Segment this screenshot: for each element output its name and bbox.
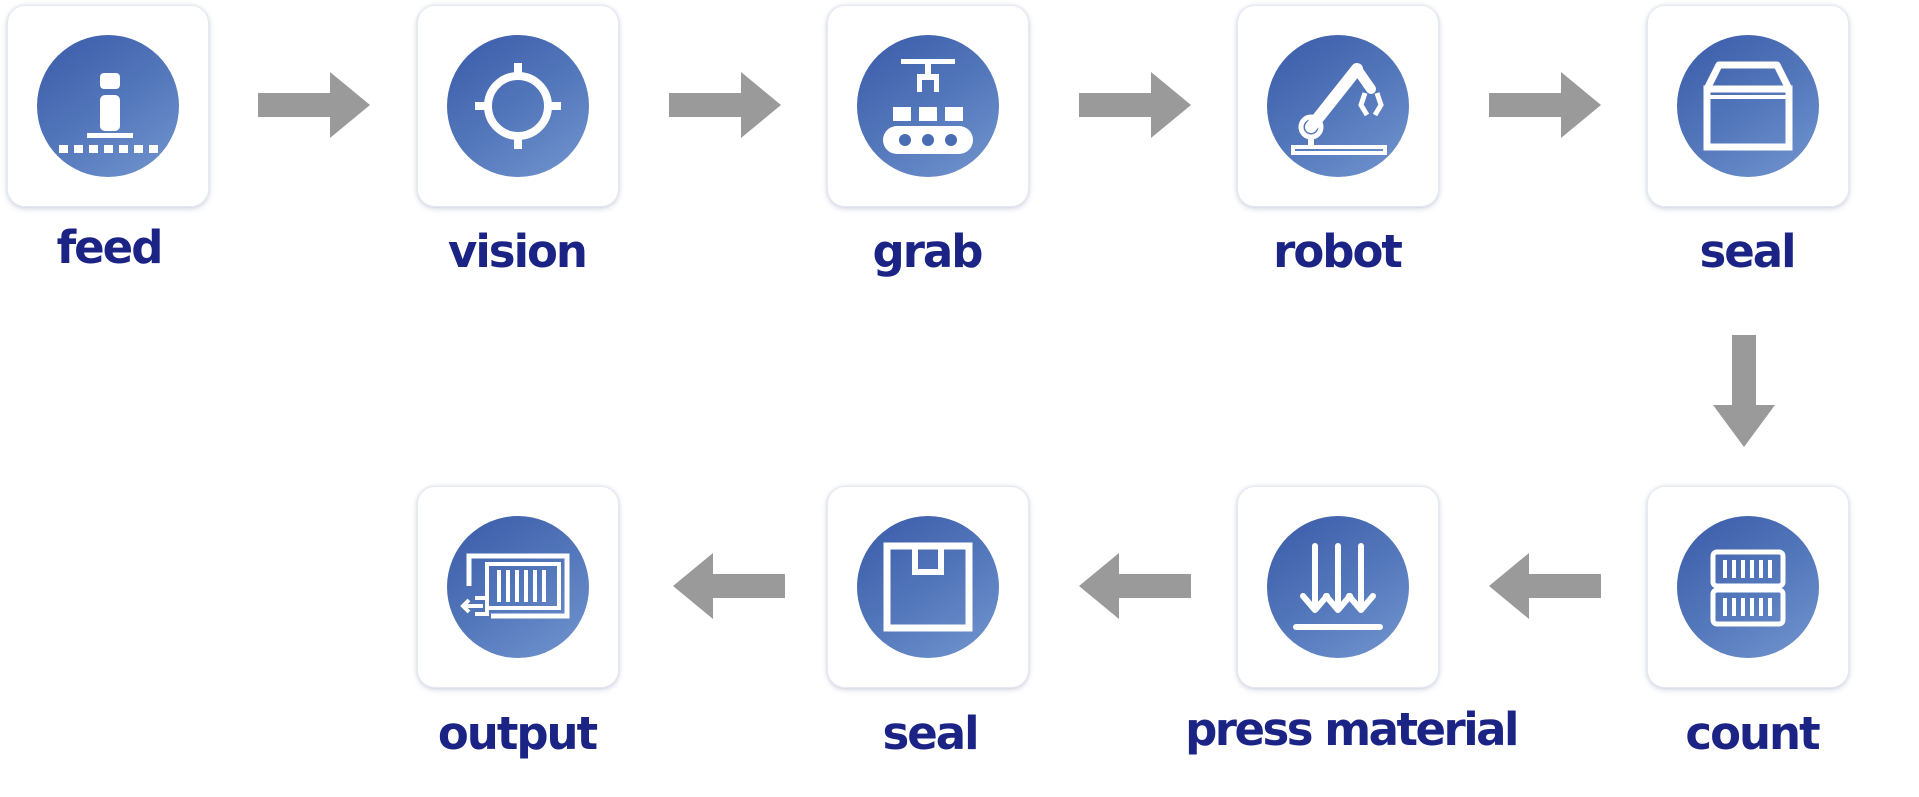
step-output-card — [417, 486, 619, 688]
arrow-left-icon — [673, 553, 785, 619]
step-seal-top-card — [1647, 5, 1849, 207]
step-robot-card — [1237, 5, 1439, 207]
feeder-icon — [37, 35, 179, 177]
arrow-left-icon — [1489, 553, 1601, 619]
sealed-box-icon — [857, 516, 999, 658]
step-vision-card — [417, 5, 619, 207]
arrow-left-icon — [1079, 553, 1191, 619]
step-label-grab: grab — [872, 225, 984, 278]
arrow-right-icon — [1489, 72, 1601, 138]
robot-arm-icon — [1267, 35, 1409, 177]
step-label-count: count — [1685, 707, 1820, 760]
arrow-down-icon — [1713, 335, 1775, 447]
step-count-card — [1647, 486, 1849, 688]
crosshair-icon — [447, 35, 589, 177]
step-label-seal-top: seal — [1699, 225, 1796, 278]
arrow-right-icon — [669, 72, 781, 138]
stacked-crates-icon — [1677, 516, 1819, 658]
press-down-arrows-icon — [1267, 516, 1409, 658]
step-label-feed: feed — [56, 221, 164, 274]
step-label-robot: robot — [1273, 225, 1403, 278]
container-output-icon — [447, 516, 589, 658]
arrow-right-icon — [258, 72, 370, 138]
step-label-output: output — [437, 707, 598, 760]
step-label-vision: vision — [448, 225, 588, 278]
conveyor-gripper-icon — [857, 35, 999, 177]
step-grab-card — [827, 5, 1029, 207]
step-label-press-material: press material — [1185, 703, 1519, 756]
step-feed-card — [7, 5, 209, 207]
step-press-material-card — [1237, 486, 1439, 688]
step-seal-bottom-card — [827, 486, 1029, 688]
arrow-right-icon — [1079, 72, 1191, 138]
open-box-icon — [1677, 35, 1819, 177]
step-label-seal-bottom: seal — [882, 707, 979, 760]
